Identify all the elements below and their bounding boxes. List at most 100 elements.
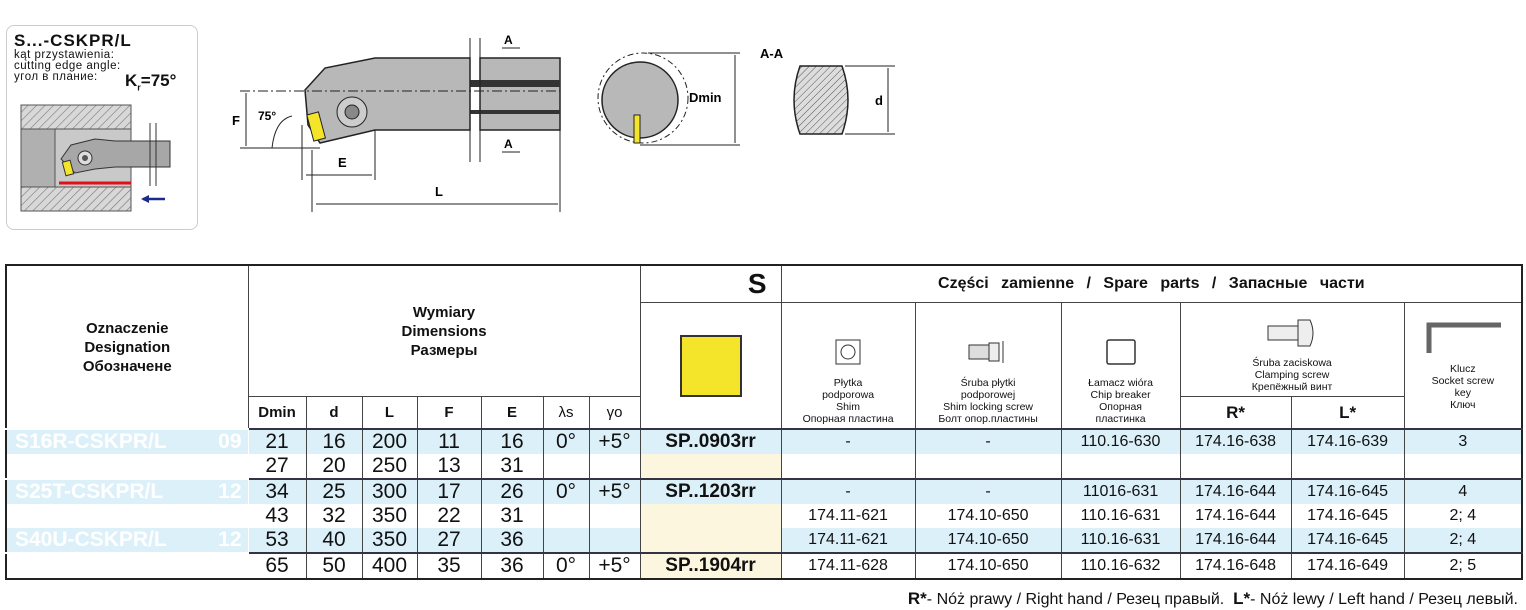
cell-ls: 0° [542, 478, 590, 504]
cell-key: 2; 5 [1403, 552, 1523, 579]
insert-size: 12 [218, 528, 242, 551]
svg-text:A: A [504, 33, 513, 47]
cell-insert: SP..1904rr [639, 552, 782, 579]
insert-size: 09 [218, 430, 242, 453]
insert-size: 09 [218, 454, 242, 477]
cell-shim-screw: 174.10-650 [914, 528, 1062, 553]
cell-l: 250 [361, 454, 418, 479]
cell-lh: 174.16-645 [1290, 504, 1405, 528]
designation-cell: S50V-CSKPR/L 19 [5, 552, 249, 579]
cell-l: 300 [361, 478, 418, 504]
cell-lh: 174.16-649 [1290, 552, 1405, 579]
cell-shim: 174.11-621 [780, 504, 916, 528]
cell-chip-breaker: 110.16-632 [1060, 552, 1181, 579]
col-l: L [361, 396, 418, 430]
cell-shim [780, 454, 916, 479]
cell-key [1403, 454, 1523, 479]
cell-go [588, 454, 641, 479]
svg-text:A-A: A-A [760, 46, 784, 61]
cell-f: 27 [416, 528, 482, 553]
cell-go: +5° [588, 552, 641, 579]
insert-size: 19 [218, 554, 242, 577]
designation-code: S50V-CSKPR/L [15, 554, 165, 577]
cell-l: 350 [361, 528, 418, 553]
cell-lh: 174.16-645 [1290, 478, 1405, 504]
tool-series-title: S...-CSKPR/L [14, 31, 132, 50]
cell-dmin: 65 [247, 552, 307, 579]
svg-text:d: d [875, 93, 883, 108]
cell-ls: 0° [542, 428, 590, 454]
cell-shim-screw: - [914, 428, 1062, 454]
insert-shape-cell [639, 302, 782, 430]
svg-text:L: L [435, 184, 443, 199]
cell-dmin: 53 [247, 528, 307, 553]
chip-breaker-icon [1105, 339, 1136, 365]
cell-r: 174.16-644 [1179, 504, 1292, 528]
cell-f: 13 [416, 454, 482, 479]
cell-dmin: 43 [247, 504, 307, 528]
boring-operation-illustration [20, 104, 171, 212]
shim-icon [835, 339, 861, 365]
cell-ls [542, 504, 590, 528]
cell-dmin: 21 [247, 428, 307, 454]
cell-go: +5° [588, 428, 641, 454]
insert-size: 12 [218, 480, 242, 503]
designation-code: S16R-CSKPR/L [15, 430, 167, 453]
cell-f: 22 [416, 504, 482, 528]
svg-text:Dmin: Dmin [689, 90, 722, 105]
tool-type-panel: S...-CSKPR/L kąt przystawienia: cutting … [6, 25, 198, 230]
cell-insert [639, 454, 782, 479]
cell-d: 16 [305, 428, 363, 454]
cell-chip-breaker: 110.16-631 [1060, 504, 1181, 528]
cell-go: +5° [588, 478, 641, 504]
cell-l: 200 [361, 428, 418, 454]
cell-r: 174.16-648 [1179, 552, 1292, 579]
insert-size: 12 [218, 504, 242, 527]
cell-shim-screw: - [914, 478, 1062, 504]
tool-dimension-drawing: F 75° E L A A Dmin A-A d [232, 33, 895, 212]
cell-go [588, 504, 641, 528]
cell-ls [542, 528, 590, 553]
angle-labels: kąt przystawienia: cutting edge angle: у… [14, 49, 121, 83]
cell-e: 36 [480, 528, 544, 553]
hex-key-icon [1426, 322, 1501, 353]
cell-d: 20 [305, 454, 363, 479]
cell-ls: 0° [542, 552, 590, 579]
cell-l: 400 [361, 552, 418, 579]
cell-dmin: 34 [247, 478, 307, 504]
svg-text:A: A [504, 137, 513, 151]
cell-r: 174.16-644 [1179, 478, 1292, 504]
cell-d: 25 [305, 478, 363, 504]
cell-e: 26 [480, 478, 544, 504]
svg-text:F: F [232, 113, 240, 128]
col-e: E [480, 396, 544, 430]
col-dmin: Dmin [247, 396, 307, 430]
cell-insert [639, 528, 782, 553]
designation-code: S40U-CSKPR/L [15, 528, 167, 551]
cell-insert: SP..0903rr [639, 428, 782, 454]
cell-key: 3 [1403, 428, 1523, 454]
cell-e: 36 [480, 552, 544, 579]
cell-ls [542, 454, 590, 479]
col-gamma-o: γo [588, 396, 641, 430]
cell-l: 350 [361, 504, 418, 528]
cell-e: 31 [480, 454, 544, 479]
cell-shim-screw: 174.10-650 [914, 504, 1062, 528]
cell-shim: - [780, 478, 916, 504]
cell-lh [1290, 454, 1405, 479]
cell-key: 2; 4 [1403, 528, 1523, 553]
cell-shim: 174.11-621 [780, 528, 916, 553]
cell-f: 35 [416, 552, 482, 579]
